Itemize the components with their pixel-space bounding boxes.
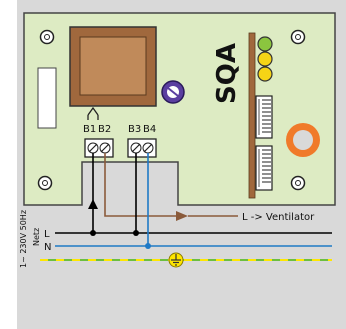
neutral-label: N — [44, 242, 51, 253]
board-label: SQA — [212, 43, 242, 104]
connector-strip — [248, 32, 256, 199]
line-label: L — [44, 229, 50, 240]
terminal-label-b1: B1 — [83, 124, 96, 135]
led-yellow — [257, 51, 273, 67]
led-yellow — [257, 66, 273, 82]
junction-dot — [145, 243, 151, 249]
junction-dot — [90, 230, 96, 236]
ribbon-connector — [255, 145, 273, 191]
arrow-up-icon — [88, 199, 98, 209]
terminal-label-b3: B3 — [128, 124, 141, 135]
supply-label: 1~ 230V 50Hz — [19, 210, 28, 268]
junction-dot — [133, 230, 139, 236]
mounting-hole-icon — [39, 29, 55, 45]
arrow-right-icon — [176, 211, 188, 221]
potentiometer-icon — [161, 80, 185, 104]
ribbon-connector — [255, 95, 273, 139]
relay-contact-icon — [87, 106, 99, 120]
ground-symbol-icon — [168, 252, 184, 268]
mounting-hole-icon — [290, 29, 306, 45]
terminal-block-b3-b4 — [127, 138, 157, 158]
mains-label: Netz — [32, 228, 41, 246]
transformer-core — [79, 36, 147, 96]
terminal-block-b1-b2 — [84, 138, 114, 158]
terminal-label-b2: B2 — [98, 124, 111, 135]
capacitor-block — [37, 67, 57, 129]
led-green — [257, 36, 273, 52]
load-wire — [104, 153, 178, 217]
output-label: L -> Ventilator — [242, 212, 315, 223]
terminal-label-b4: B4 — [143, 124, 156, 135]
mounting-hole-icon — [290, 175, 306, 191]
orange-ring-center — [293, 130, 313, 150]
mounting-hole-icon — [37, 175, 53, 191]
